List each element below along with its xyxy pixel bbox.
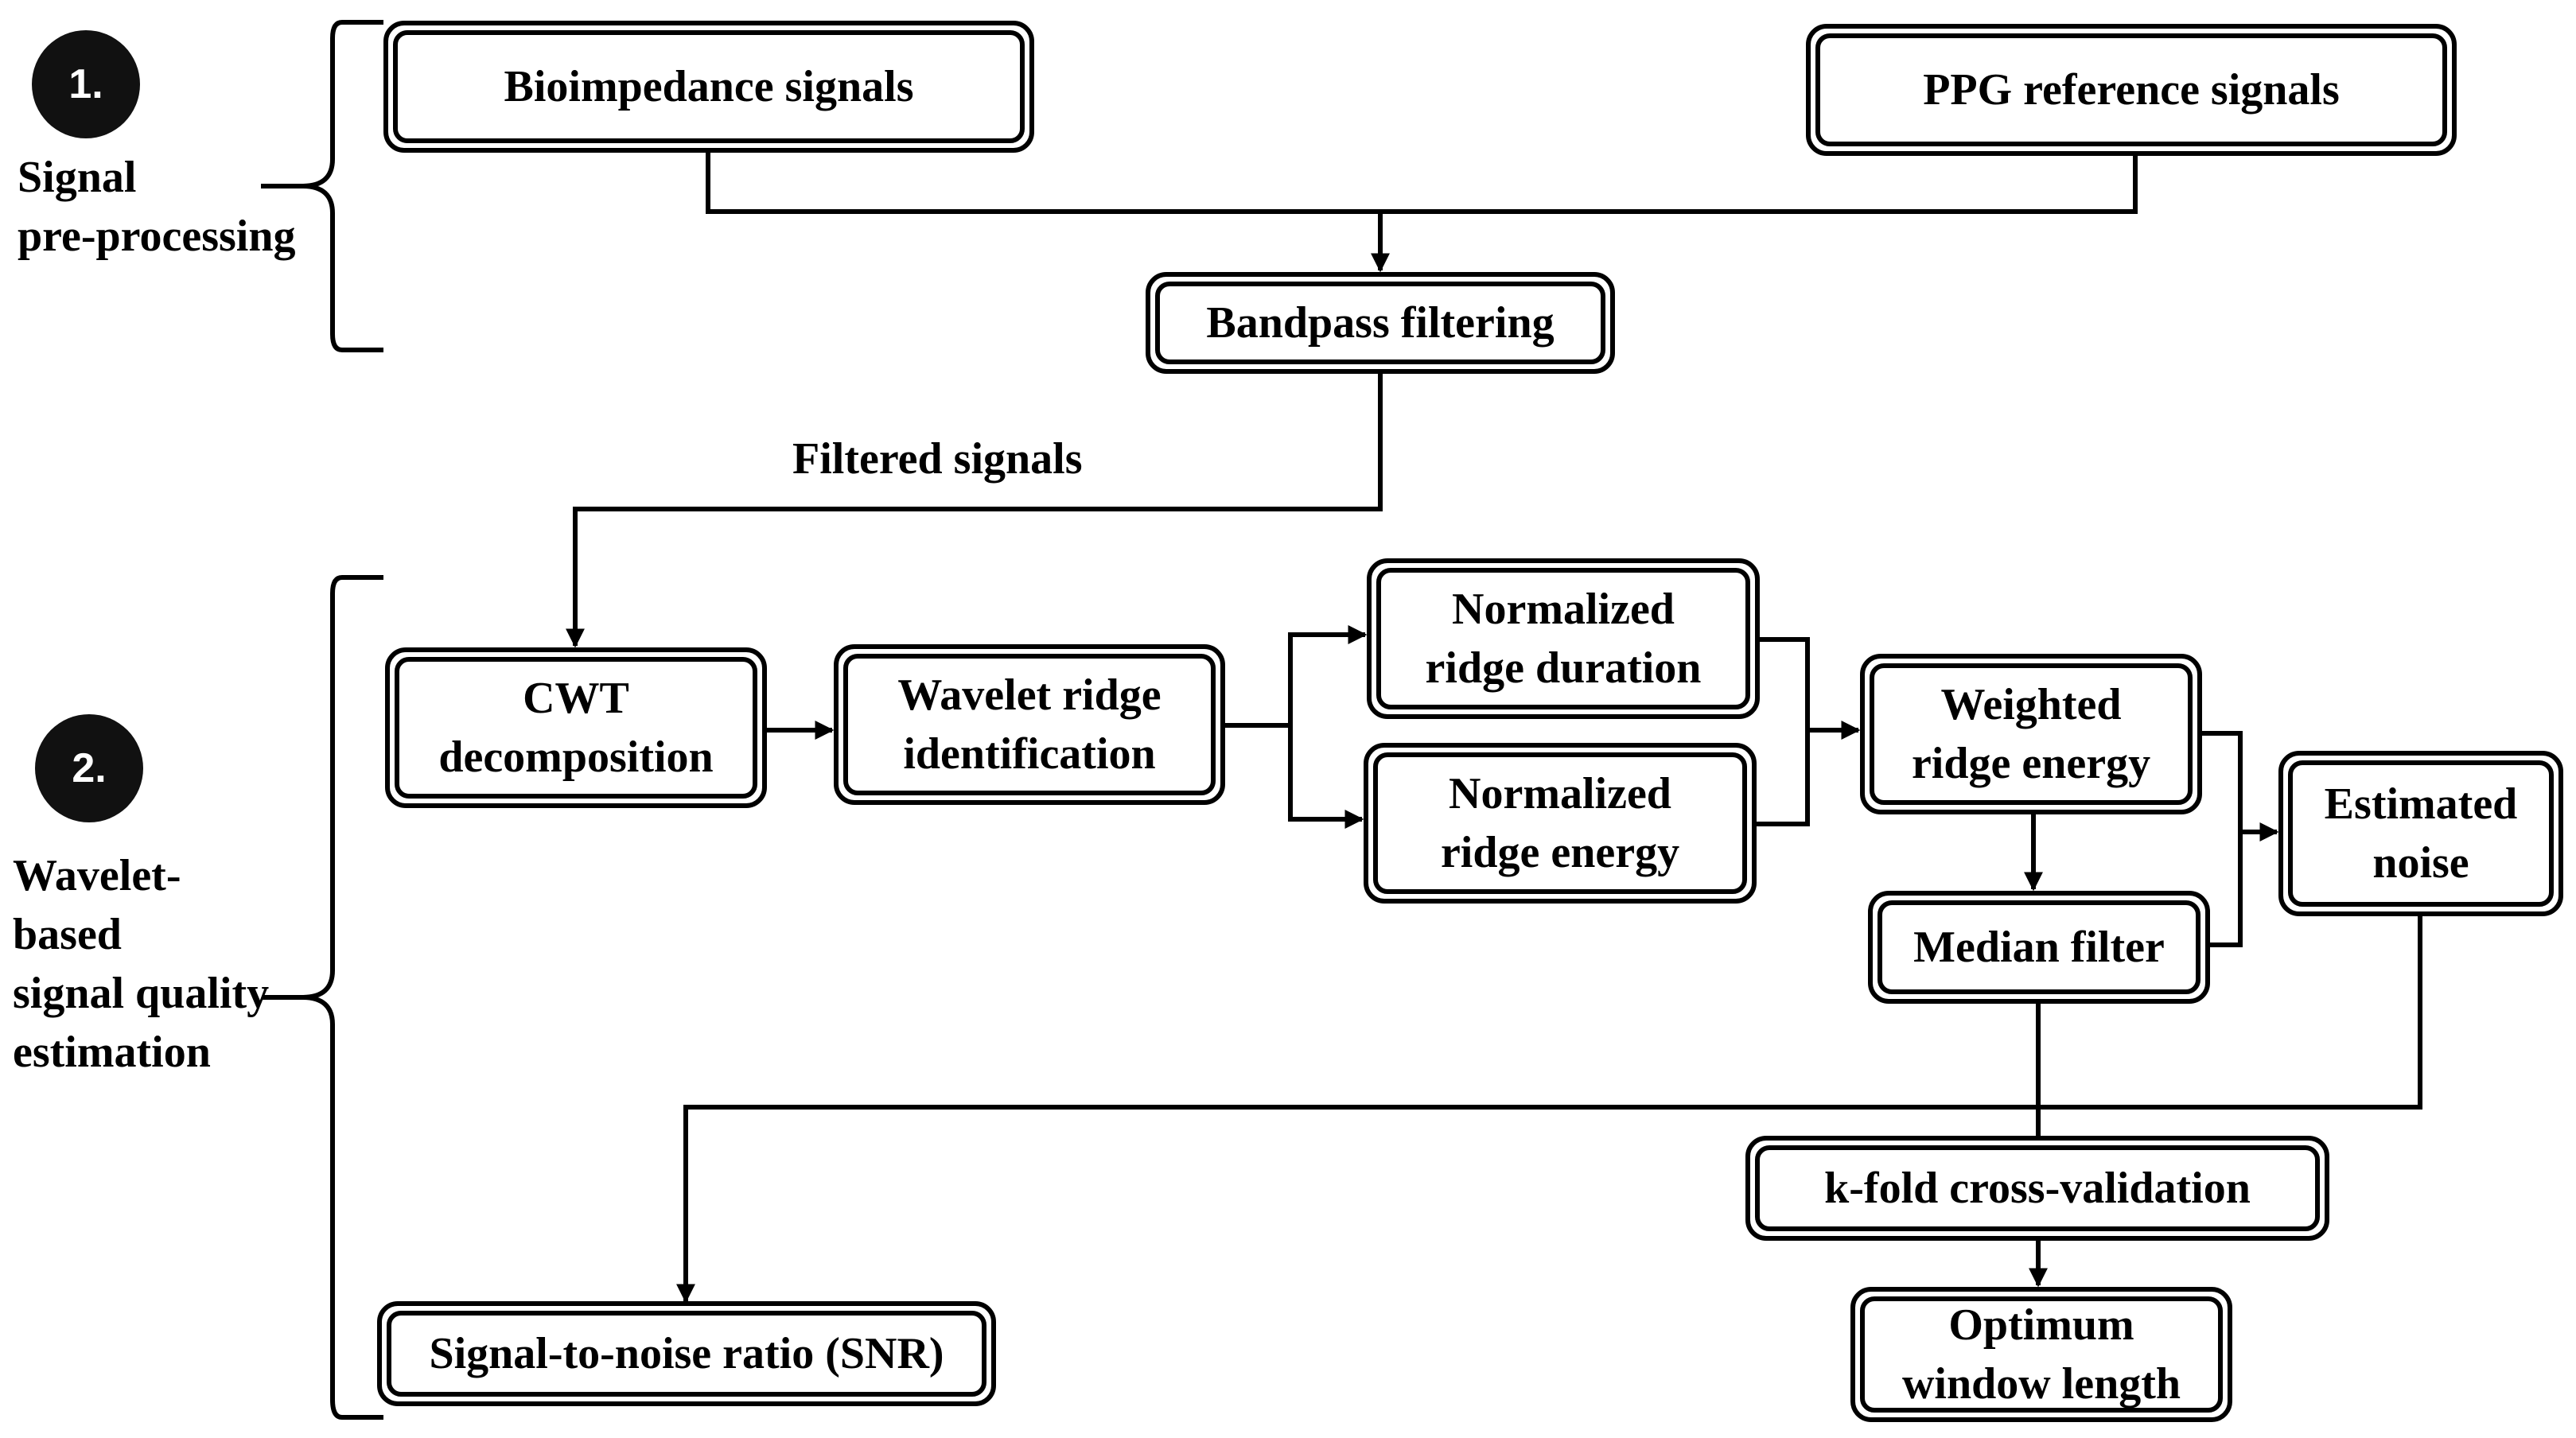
edge-energy-weighted [1755, 730, 1810, 826]
node-bandpass: Bandpass filtering [1146, 272, 1615, 374]
node-cwt: CWT decomposition [385, 647, 767, 808]
edge-label-filtered: Filtered signals [792, 434, 1083, 484]
node-median-filter: Median filter [1868, 891, 2210, 1004]
node-normalized-duration-label: Normalized ridge duration [1376, 568, 1750, 709]
edge-weighted-noise [2200, 731, 2243, 947]
node-normalized-energy-label: Normalized ridge energy [1373, 752, 1747, 894]
node-normalized-duration: Normalized ridge duration [1367, 558, 1760, 719]
node-estimated-noise: Estimated noise [2278, 751, 2563, 916]
stage1-title: Signal pre-processing [18, 153, 296, 261]
node-ridge-identification-label: Wavelet ridge identification [843, 654, 1216, 795]
edge-duration-weighted [1758, 637, 1861, 740]
stage2-badge: 2. [35, 714, 143, 822]
node-snr-label: Signal-to-noise ratio (SNR) [387, 1311, 986, 1397]
edge-ridgeid-energy [1288, 725, 1364, 829]
stage1-badge: 1. [32, 30, 140, 138]
node-normalized-energy: Normalized ridge energy [1364, 743, 1757, 904]
brace-stage2 [263, 575, 383, 1420]
brace-stage1 [261, 20, 383, 352]
node-median-filter-label: Median filter [1878, 900, 2200, 994]
node-kfold: k-fold cross-validation [1745, 1136, 2329, 1241]
node-weighted-energy-label: Weighted ridge energy [1870, 663, 2193, 805]
node-optimum-window: Optimum window length [1850, 1287, 2232, 1422]
stage2-title: Wavelet- based signal quality estimation [13, 851, 270, 1077]
node-ppg-label: PPG reference signals [1815, 33, 2447, 146]
node-kfold-label: k-fold cross-validation [1755, 1145, 2320, 1231]
edge-bioimpedance-bandpass [706, 148, 2138, 214]
node-bioimpedance-label: Bioimpedance signals [393, 30, 1025, 143]
edge-noise-snr [676, 915, 2422, 1304]
edge-ridgeid-split [1224, 625, 1368, 728]
node-bioimpedance: Bioimpedance signals [383, 21, 1034, 153]
node-snr: Signal-to-noise ratio (SNR) [377, 1301, 996, 1406]
node-estimated-noise-label: Estimated noise [2288, 760, 2554, 907]
node-optimum-window-label: Optimum window length [1860, 1296, 2223, 1413]
node-weighted-energy: Weighted ridge energy [1860, 654, 2202, 814]
edge-bandpass-cwt [566, 371, 1383, 648]
node-bandpass-label: Bandpass filtering [1155, 282, 1605, 364]
node-ridge-identification: Wavelet ridge identification [834, 644, 1225, 805]
node-cwt-label: CWT decomposition [395, 657, 757, 799]
node-ppg: PPG reference signals [1806, 24, 2457, 156]
